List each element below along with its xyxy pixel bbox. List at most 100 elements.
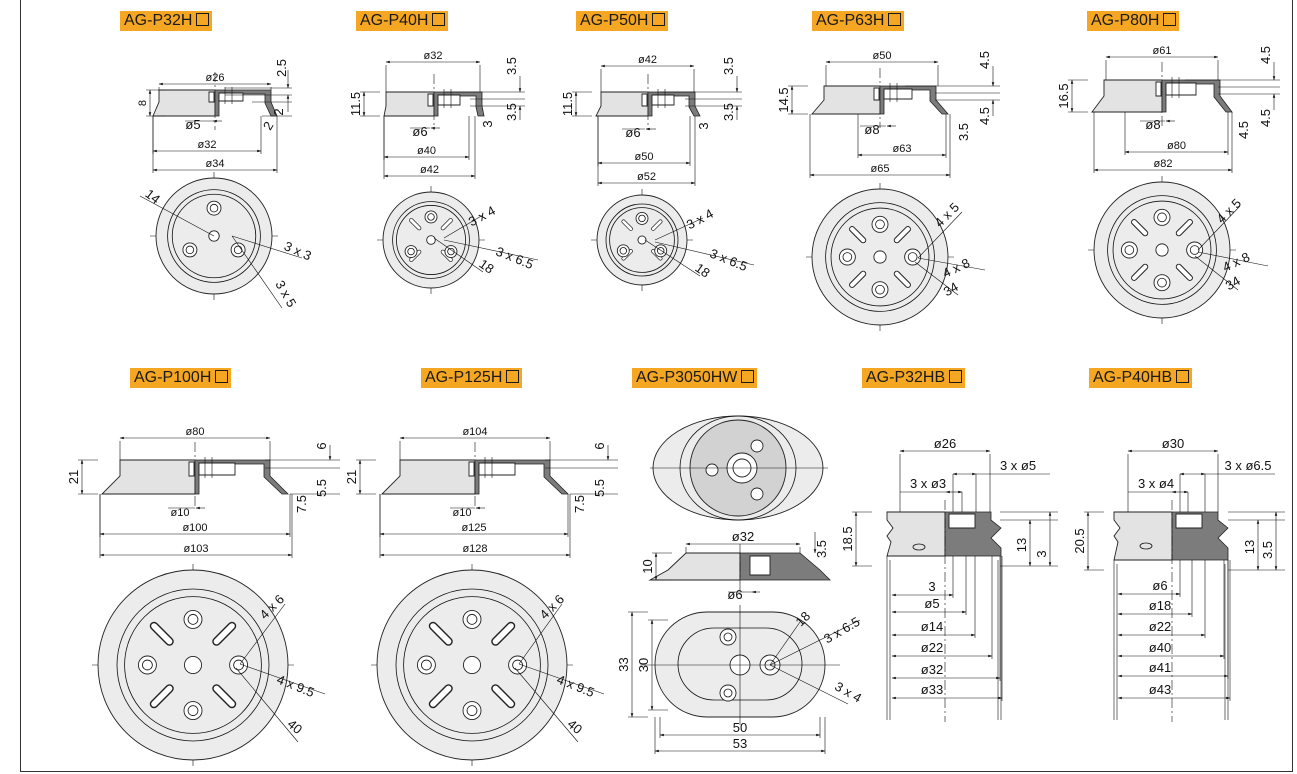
- option-checkbox-icon: [888, 13, 902, 26]
- dim-label: 20.5: [1072, 528, 1087, 553]
- model-label-p50h: AG-P50H: [576, 11, 669, 31]
- dim-label: 30: [636, 658, 651, 672]
- dim-label: ø10: [171, 507, 190, 519]
- dim-label: 7.5: [294, 495, 309, 513]
- dim-label: ø34: [206, 158, 225, 170]
- dim-label: 3 x ø6.5: [1225, 458, 1272, 473]
- dim-label: ø40: [1149, 640, 1171, 655]
- dim-label: 5.5: [592, 479, 607, 497]
- option-checkbox-icon: [215, 370, 229, 383]
- dim-label: 4.5: [977, 107, 992, 125]
- dim-label: ø50: [873, 50, 892, 62]
- model-label-p3050hw: AG-P3050HW: [632, 368, 758, 388]
- dim-label: 13: [1242, 540, 1257, 554]
- dim-label: 10: [640, 559, 655, 573]
- dim-label: ø6: [1152, 578, 1167, 593]
- dim-label: 2.5: [274, 59, 289, 77]
- dim-label: 3.5: [956, 123, 971, 141]
- model-label-p63h: AG-P63H: [812, 11, 905, 31]
- dim-label: ø32: [198, 139, 217, 151]
- dim-label: 34: [941, 279, 961, 299]
- dim-label: 14: [142, 186, 163, 207]
- dim-label: ø41: [1149, 660, 1171, 675]
- dim-label: ø26: [206, 72, 225, 84]
- model-label-p32h: AG-P32H: [120, 11, 213, 31]
- dim-label: 3 x ø4: [1138, 476, 1174, 491]
- model-name: AG-P3050HW: [636, 369, 738, 386]
- sheet-frame: [20, 0, 1293, 772]
- model-name: AG-P32HB: [866, 369, 946, 386]
- dim-label: 3: [480, 120, 495, 127]
- model-label-p32hb: AG-P32HB: [862, 368, 966, 388]
- dim-label: ø6: [412, 124, 427, 139]
- dim-label: ø80: [186, 426, 205, 438]
- dim-label: ø5: [924, 596, 939, 611]
- dim-label: ø30: [1162, 436, 1184, 451]
- dim-label: ø52: [637, 171, 656, 183]
- dim-label: 5.5: [314, 479, 329, 497]
- model-label-p40h: AG-P40H: [356, 11, 449, 31]
- dim-label: ø50: [635, 151, 654, 163]
- model-name: AG-P80H: [1091, 12, 1160, 29]
- side-view-p100h: ø80 21 ø10 ø100 ø103 6 5.5 7.5: [66, 426, 340, 558]
- top-view-p50h: 3 x 43 x 6.518: [591, 189, 755, 291]
- model-label-p40hb: AG-P40HB: [1089, 368, 1193, 388]
- option-checkbox-icon: [506, 370, 520, 383]
- dim-label: 40: [285, 716, 306, 737]
- option-checkbox-icon: [949, 370, 963, 383]
- top-view-p63h: 4 x 54 x 834: [806, 183, 986, 331]
- dim-label: ø22: [1149, 619, 1171, 634]
- side-view-p32h: ø26 8 ø5 ø32 ø34 2.5 2 2: [137, 59, 292, 173]
- dim-label: 3 x ø5: [1000, 458, 1036, 473]
- dim-label: 21: [344, 470, 359, 484]
- top-view-p40h: 3 x 43 x 6.518: [377, 186, 539, 294]
- dim-label: ø10: [453, 507, 472, 519]
- dim-label: 33: [616, 657, 631, 671]
- option-checkbox-icon: [1176, 370, 1190, 383]
- dim-label: 3 x 3: [282, 238, 314, 263]
- dim-label: 3: [1034, 550, 1049, 557]
- dim-label: ø5: [185, 117, 200, 132]
- dim-label: 4.5: [977, 51, 992, 69]
- dim-label: 3.5: [504, 103, 519, 121]
- dim-label: 18: [692, 260, 712, 281]
- dim-label: 3 x 4: [832, 679, 864, 706]
- dim-label: 8: [137, 100, 149, 106]
- dim-label: ø32: [732, 529, 754, 544]
- dim-label: ø43: [1149, 682, 1171, 697]
- dim-label: 2: [260, 119, 277, 133]
- dim-label: 3 x 4: [466, 203, 498, 229]
- dim-label: 18: [476, 256, 496, 277]
- dim-label: ø103: [183, 543, 208, 555]
- dim-label: ø22: [921, 640, 943, 655]
- dim-label: 3.5: [1260, 541, 1275, 559]
- dim-label: 40: [565, 716, 586, 737]
- top-view-p100h: 4 x 64 x 9.540: [92, 564, 326, 766]
- dim-label: 2: [271, 108, 286, 115]
- dim-label: ø61: [1153, 45, 1172, 57]
- dim-label: ø18: [1149, 598, 1171, 613]
- dim-label: ø6: [625, 125, 640, 140]
- dim-label: 16.5: [1056, 83, 1071, 108]
- dim-label: 6: [314, 442, 329, 449]
- dim-label: 3: [928, 579, 935, 594]
- option-checkbox-icon: [1163, 13, 1177, 26]
- dim-label: 50: [733, 720, 747, 735]
- option-checkbox-icon: [741, 370, 755, 383]
- dim-label: ø104: [462, 426, 487, 438]
- dim-label: ø100: [182, 522, 207, 534]
- model-name: AG-P50H: [580, 12, 649, 29]
- dim-label: ø32: [424, 50, 443, 62]
- dim-label: 11.5: [560, 92, 575, 116]
- dim-label: ø82: [1154, 158, 1173, 170]
- dim-label: 3.5: [504, 57, 519, 75]
- dim-label: 21: [66, 470, 81, 484]
- dim-label: ø6: [727, 587, 742, 602]
- dim-label: 6: [592, 442, 607, 449]
